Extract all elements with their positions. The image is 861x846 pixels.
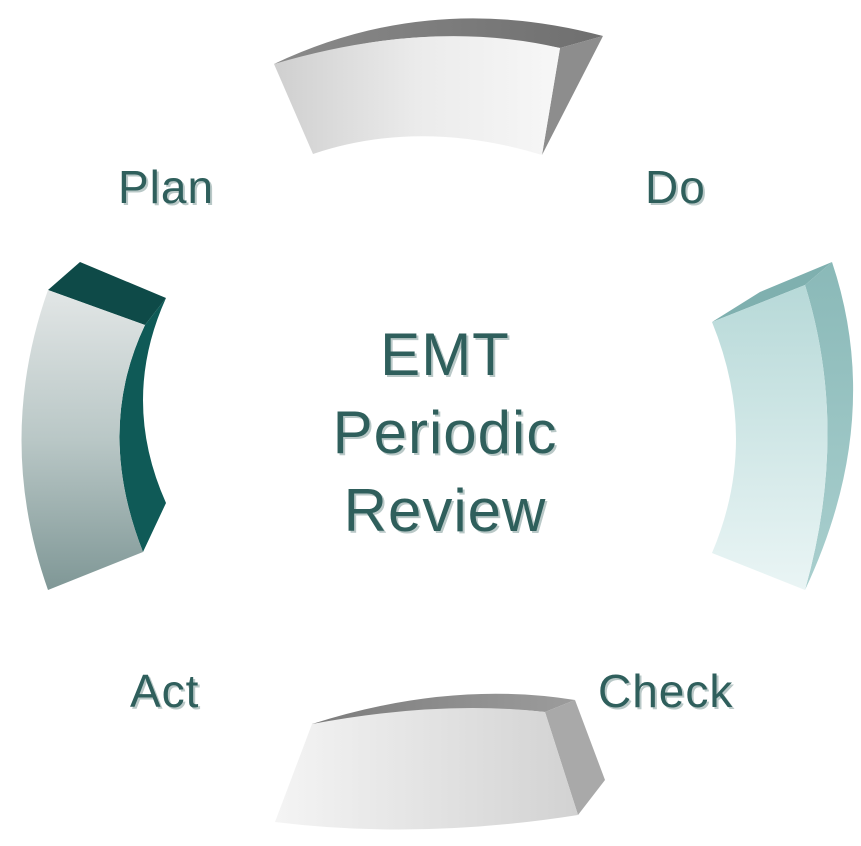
segment-left-face xyxy=(21,290,145,590)
center-title-line-1: EMT xyxy=(380,321,510,388)
stage-label-do: Do xyxy=(645,161,706,213)
segment-bottom-top xyxy=(312,693,575,732)
segment-right xyxy=(712,262,854,590)
segment-right-top xyxy=(712,262,832,322)
stage-label-plan: Plan xyxy=(118,161,215,213)
segment-top xyxy=(274,18,603,155)
center-title: EMT Periodic Review xyxy=(250,316,640,550)
segment-top-side xyxy=(542,36,603,155)
segment-left-top xyxy=(48,262,166,325)
segment-bottom-side xyxy=(545,700,605,815)
segment-right-face xyxy=(712,285,828,590)
center-title-line-3: Review xyxy=(343,477,547,544)
segment-bottom xyxy=(275,693,605,830)
segment-top-face xyxy=(274,36,560,155)
segment-top-back xyxy=(274,18,603,64)
stage-label-check: Check xyxy=(598,665,734,717)
center-title-line-2: Periodic xyxy=(332,399,558,466)
segment-right-side xyxy=(805,262,854,590)
segment-bottom-face xyxy=(275,708,578,830)
segment-left xyxy=(21,262,166,590)
stage-label-act: Act xyxy=(130,665,200,717)
segment-left-side xyxy=(119,298,166,552)
